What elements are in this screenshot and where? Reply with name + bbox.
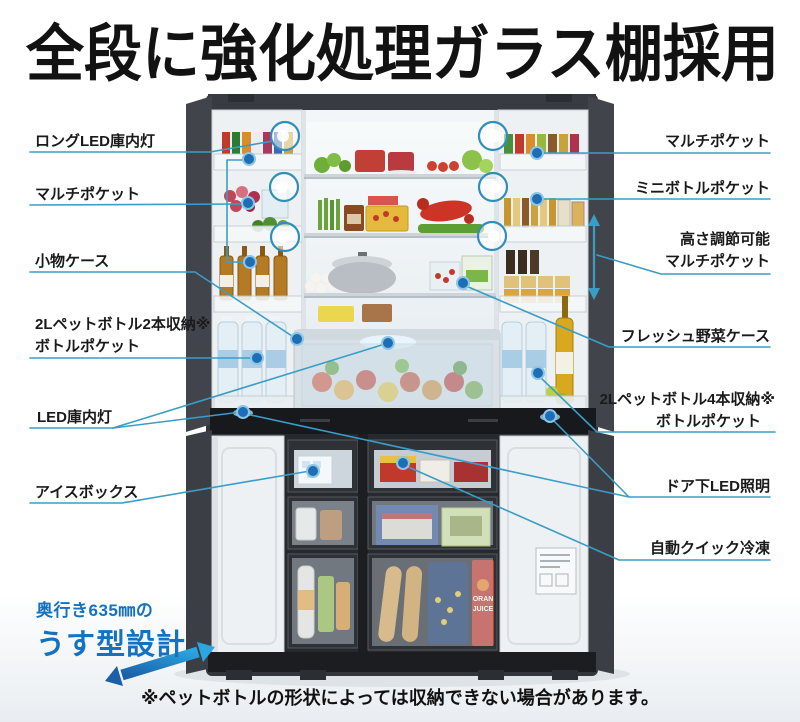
freezer-left-door bbox=[186, 430, 285, 674]
marker-dot bbox=[290, 332, 304, 346]
shelf-1-foods bbox=[314, 150, 493, 176]
label-auto-quick-freeze: 自動クイック冷凍 bbox=[649, 540, 770, 557]
label-line-1: 2Lペットボトル2本収納※ bbox=[35, 316, 211, 333]
juice-carton: ORAN JUICE bbox=[472, 560, 494, 646]
label-line-2: マルチポケット bbox=[664, 253, 770, 270]
leader-long-led bbox=[29, 140, 274, 153]
led-ring bbox=[477, 171, 509, 203]
carton-text-2: JUICE bbox=[473, 606, 494, 613]
leader-fresh-veg-case bbox=[465, 285, 771, 348]
freezer-right-drawers: ORAN JUICE bbox=[367, 439, 498, 651]
marker-dot bbox=[530, 146, 544, 160]
label-line-1: 2Lペットボトル4本収納※ bbox=[599, 391, 775, 408]
leader-ice-box bbox=[29, 470, 311, 504]
label-mini-bottle-pocket: ミニボトルポケット bbox=[634, 180, 770, 197]
marker-dot bbox=[530, 192, 544, 206]
shelf-3-foods bbox=[305, 252, 493, 294]
marker-dot bbox=[543, 409, 557, 423]
label-height-adjustable: 高さ調節可能 マルチポケット bbox=[665, 229, 770, 273]
glass-shelf-3 bbox=[304, 293, 496, 296]
compartment-divider-strip bbox=[210, 408, 596, 434]
energy-label-sticker bbox=[535, 547, 577, 595]
label-fresh-veg-case: フレッシュ野菜ケース bbox=[620, 328, 770, 345]
led-ring bbox=[268, 171, 300, 203]
feature-line-1: 奥行き635㎜の bbox=[36, 601, 154, 620]
height-adjust-arrow bbox=[588, 214, 600, 300]
label-bottle-pocket-4l: 2Lペットボトル4本収納※ ボトルポケット bbox=[600, 389, 775, 433]
glass-shelf-1 bbox=[304, 174, 496, 177]
freezer-left-drawers bbox=[287, 439, 359, 649]
label-multi-pocket-right: マルチポケット bbox=[664, 133, 770, 150]
upper-left-door bbox=[186, 96, 303, 432]
freezer-section: ORAN JUICE bbox=[186, 430, 614, 680]
footnote: ※ペットボトルの形状によっては収納できない場合があります。 bbox=[141, 688, 659, 708]
upper-right-door bbox=[497, 96, 614, 432]
marker-dot bbox=[456, 276, 470, 290]
slim-design-arrow bbox=[105, 642, 215, 686]
marker-dot bbox=[236, 405, 250, 419]
shelf-2-foods bbox=[318, 196, 484, 233]
leader-multi-pocket-bracket bbox=[226, 159, 246, 263]
marker-dot bbox=[243, 255, 257, 269]
leader-small-item-case bbox=[29, 271, 296, 339]
label-long-led-lamp: ロングLED庫内灯 bbox=[35, 133, 156, 150]
label-line-2: ボトルポケット bbox=[655, 413, 761, 430]
leader-bottle-pocket-4l bbox=[539, 376, 776, 433]
marker-dot bbox=[250, 351, 264, 365]
callout-lines bbox=[29, 140, 776, 561]
label-bottle-pocket-2l: 2Lペットボトル2本収納※ ボトルポケット bbox=[35, 314, 210, 358]
marker-dot bbox=[242, 152, 256, 166]
fridge-interior bbox=[210, 110, 596, 434]
page-title: 全段に強化処理ガラス棚採用 bbox=[26, 19, 779, 89]
slim-design-feature: 奥行き635㎜の うす型設計 bbox=[36, 596, 186, 663]
label-small-item-case: 小物ケース bbox=[35, 253, 110, 270]
leader-auto-quick-freeze bbox=[405, 465, 771, 561]
freezer-right-door bbox=[499, 430, 614, 674]
carton-text-1: ORAN bbox=[473, 596, 494, 603]
led-ring bbox=[476, 220, 508, 252]
leader-under-door-led-b bbox=[245, 413, 630, 498]
right-door-pocket-1 bbox=[499, 134, 587, 171]
glass-shelf-2 bbox=[304, 233, 496, 236]
leader-multi-pocket bbox=[29, 203, 245, 206]
label-multi-pocket: マルチポケット bbox=[35, 186, 141, 203]
marker-dot bbox=[306, 464, 320, 478]
frozen-food-bag bbox=[428, 562, 468, 644]
marker-dot bbox=[241, 196, 255, 210]
marker-dot bbox=[396, 456, 410, 470]
feature-line-2: うす型設計 bbox=[36, 629, 187, 661]
led-ring bbox=[269, 120, 301, 152]
marker-dots bbox=[236, 146, 557, 478]
label-line-1: 高さ調節可能 bbox=[679, 231, 770, 248]
label-led-lamp: LED庫内灯 bbox=[37, 409, 113, 426]
leader-led-lamp-b bbox=[112, 343, 386, 429]
led-ring bbox=[477, 120, 509, 152]
led-ring bbox=[269, 221, 301, 253]
label-under-door-led: ドア下LED照明 bbox=[664, 478, 770, 495]
label-line-2: ボトルポケット bbox=[35, 338, 141, 355]
leader-height-adjust bbox=[596, 254, 771, 275]
led-rings bbox=[268, 120, 509, 253]
marker-dot bbox=[381, 336, 395, 350]
fresh-vegetable-case bbox=[293, 329, 501, 413]
right-door-pocket-2 bbox=[499, 198, 587, 243]
label-ice-box: アイスボックス bbox=[35, 484, 139, 501]
marker-dot bbox=[531, 366, 545, 380]
